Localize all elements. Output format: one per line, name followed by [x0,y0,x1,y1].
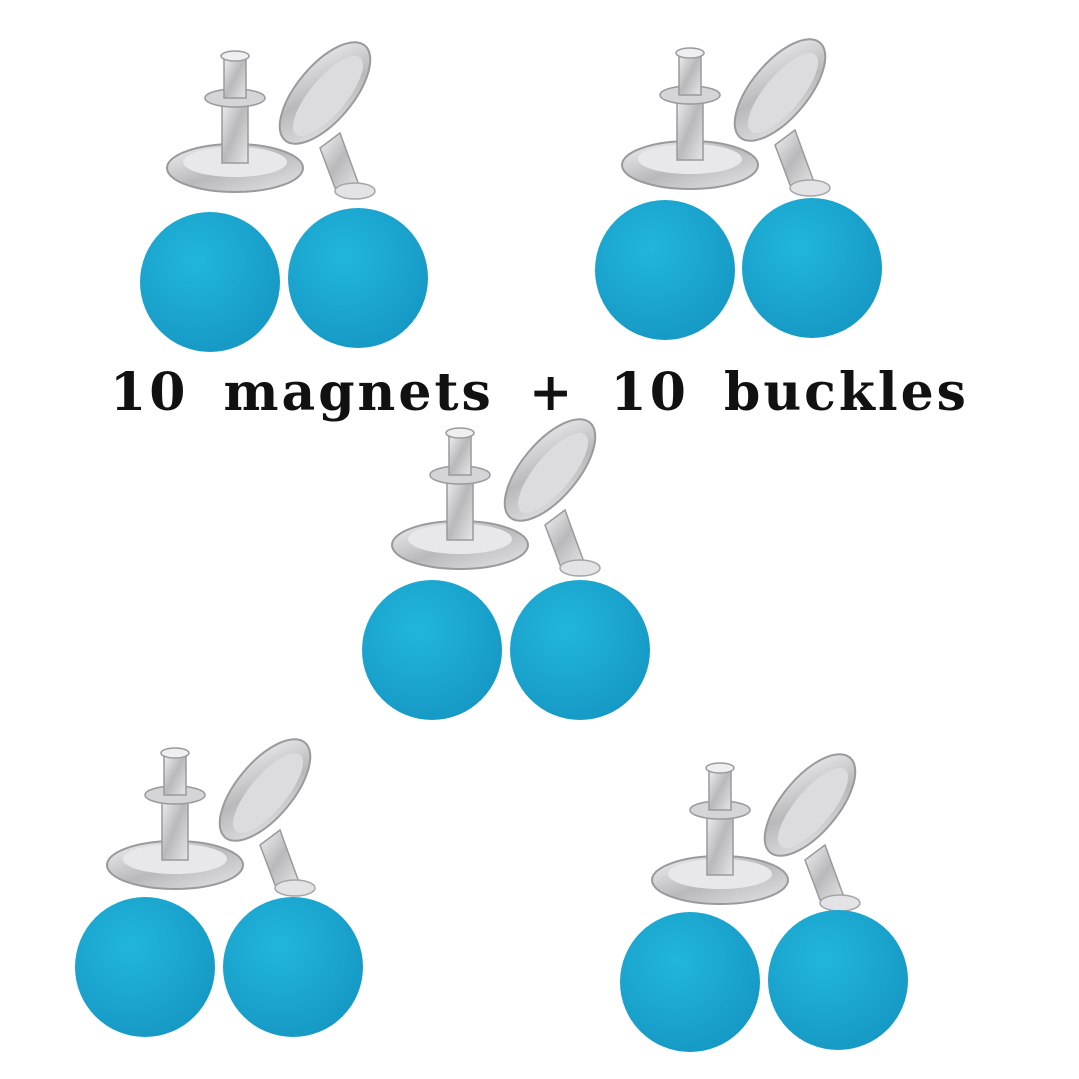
blue-magnet [140,212,280,352]
metal-buckle [621,23,843,198]
metal-buckle [651,738,873,912]
blue-magnet [595,200,735,340]
blue-magnet [75,897,215,1037]
metal-buckle [106,723,328,897]
blue-magnet [223,897,363,1037]
set-3 [362,403,650,720]
blue-magnet [288,208,428,348]
blue-magnet [510,580,650,720]
metal-buckle [391,403,613,577]
blue-magnet [362,580,502,720]
caption-text: 10 magnets + 10 buckles [110,362,969,423]
blue-magnet [742,198,882,338]
blue-magnet [768,910,908,1050]
blue-magnet [620,912,760,1052]
set-1 [140,26,428,352]
set-4 [75,723,363,1037]
set-2 [595,23,882,340]
set-5 [620,738,908,1052]
metal-buckle [166,26,388,201]
